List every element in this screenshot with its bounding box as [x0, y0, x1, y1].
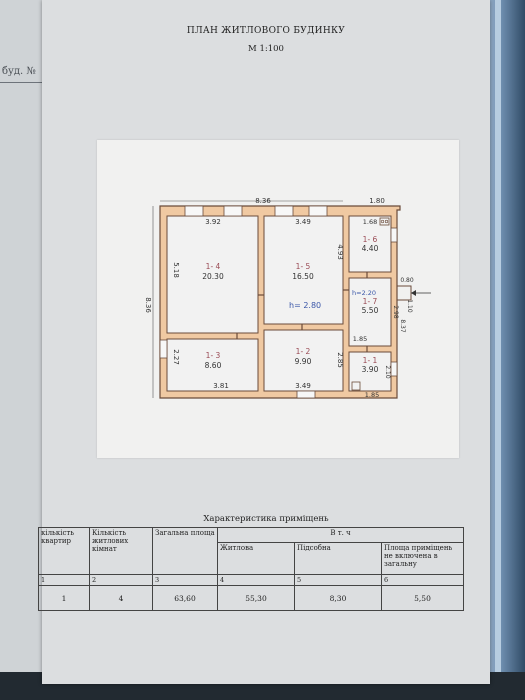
- dim-room2-width: 3.49: [295, 382, 311, 390]
- table-row: 1 4 63,60 55,30 8,30 5,50: [38, 585, 464, 611]
- building-number-label: буд. №: [2, 66, 36, 77]
- window: [184, 205, 204, 217]
- room-7-floor: [348, 277, 392, 347]
- dim-entry-width: 0.80: [400, 277, 414, 284]
- room-4-id: 1- 4: [206, 262, 221, 271]
- cell-total-area: 63,60: [152, 585, 218, 611]
- room-1-id: 1- 1: [363, 356, 378, 365]
- window: [390, 361, 398, 377]
- cell-apartments: 1: [38, 585, 90, 611]
- cell-living: 55,30: [217, 585, 295, 611]
- building-number-line: [0, 82, 46, 83]
- characteristics-table: кількість квартир Кількість житлових кім…: [38, 527, 464, 611]
- column-number: 3: [152, 574, 218, 586]
- document-page: ПЛАН ЖИТЛОВОГО БУДИНКУ М 1:100: [38, 0, 490, 684]
- header-including: В т. ч: [217, 527, 464, 543]
- stove-burner-icon: [384, 219, 389, 224]
- dim-room7-height: 2.98: [392, 305, 399, 319]
- room-3-area: 8.60: [205, 361, 222, 370]
- dim-top-right: 1.80: [369, 197, 385, 205]
- column-number: 6: [381, 574, 464, 586]
- room-5-area: 16.50: [292, 272, 314, 281]
- dim-room1-height: 2.10: [384, 365, 391, 379]
- window: [223, 205, 243, 217]
- header-excluded: Площа приміщень не включена в загальну: [381, 542, 464, 575]
- header-total-area: Загальна площа: [152, 527, 218, 575]
- header-apartments: кількість квартир: [38, 527, 90, 575]
- dim-porch-size: 1.10: [406, 299, 413, 313]
- blue-folder-stripe: [495, 0, 501, 700]
- room-2-area: 9.90: [295, 357, 312, 366]
- entrance-arrow-head: [411, 290, 416, 296]
- window: [308, 205, 328, 217]
- table-header-row: кількість квартир Кількість житлових кім…: [38, 527, 464, 575]
- dim-room2-height: 2.85: [336, 352, 344, 368]
- dim-bottom-right: 1.85: [365, 391, 379, 399]
- dim-right-total: 8.37: [399, 319, 406, 333]
- boiler-icon: [351, 381, 361, 391]
- dimension-lines: [152, 200, 343, 398]
- column-number: 2: [89, 574, 153, 586]
- room-3-floor: [166, 338, 259, 392]
- column-number: 1: [38, 574, 90, 586]
- room-4-area: 20.30: [202, 272, 224, 281]
- table-row: 1 2 3 4 5 6: [38, 574, 464, 586]
- room-2-id: 1- 2: [296, 347, 311, 356]
- dim-kitchen-width: 1.68: [363, 218, 377, 226]
- window: [296, 390, 316, 399]
- cell-auxiliary: 8,30: [294, 585, 382, 611]
- dim-room3-height: 2.27: [172, 349, 180, 365]
- ceiling-height-annex: h=2.20: [352, 289, 376, 297]
- window: [390, 227, 398, 243]
- floor-plan-drawing: 8.36 1.80 3.92 3.49 1.68 8.36 5.18 4.93 …: [144, 197, 431, 399]
- header-living-rooms: Кількість житлових кімнат: [89, 527, 153, 575]
- cell-excluded: 5,50: [381, 585, 464, 611]
- dim-room4-width: 3.92: [205, 218, 221, 226]
- column-number: 5: [294, 574, 382, 586]
- stove-burner-icon: [380, 219, 385, 224]
- ceiling-height-main: h= 2.80: [289, 301, 321, 310]
- room-3-id: 1- 3: [206, 351, 221, 360]
- window: [159, 339, 168, 359]
- room-6-id: 1- 6: [363, 235, 378, 244]
- room-1-floor: [348, 351, 392, 392]
- header-living: Житлова: [217, 542, 295, 575]
- dim-room1-width: 1.85: [353, 335, 367, 343]
- dim-room5-width: 3.49: [295, 218, 311, 226]
- dim-left-total: 8.36: [144, 297, 152, 313]
- cell-living-rooms: 4: [89, 585, 153, 611]
- entrance-porch: [396, 285, 412, 301]
- window: [274, 205, 294, 217]
- dim-room5-height: 4.93: [336, 244, 344, 260]
- characteristics-title: Характеристика приміщень: [203, 514, 329, 524]
- doors: [236, 272, 368, 352]
- table-subheader-row: Житлова Підсобна Площа приміщень не вклю…: [39, 542, 464, 575]
- room-7-area: 5.50: [362, 306, 379, 315]
- blue-folder-edge: [485, 0, 525, 700]
- windows: [159, 205, 398, 399]
- room-7-id: 1- 7: [363, 297, 378, 306]
- room-5-floor: [263, 215, 344, 325]
- dim-top-total: 8.36: [255, 197, 271, 205]
- dim-room4-height: 5.18: [172, 262, 180, 278]
- plan-scale: М 1:100: [248, 44, 284, 54]
- dim-room3-width: 3.81: [213, 382, 229, 390]
- room-4-floor: [166, 215, 259, 334]
- page-title: ПЛАН ЖИТЛОВОГО БУДИНКУ: [186, 26, 346, 36]
- stove-icon: [379, 217, 390, 226]
- room-5-id: 1- 5: [296, 262, 311, 271]
- column-number: 4: [217, 574, 295, 586]
- room-6-area: 4.40: [362, 244, 379, 253]
- header-auxiliary: Підсобна: [294, 542, 382, 575]
- room-1-area: 3.90: [362, 365, 379, 374]
- floor-plan-sheet: 8.36 1.80 3.92 3.49 1.68 8.36 5.18 4.93 …: [97, 140, 459, 458]
